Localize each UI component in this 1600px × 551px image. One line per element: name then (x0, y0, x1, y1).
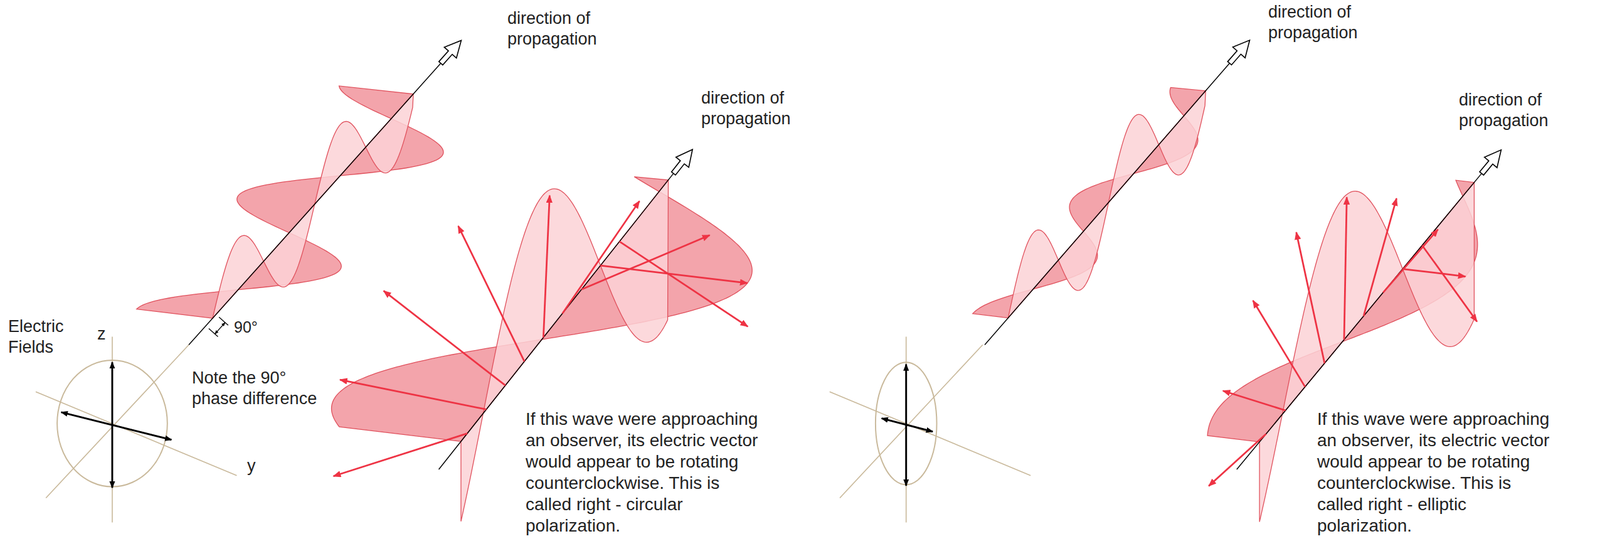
field-vector (1402, 269, 1466, 277)
field-vector (600, 265, 748, 283)
field-vector (619, 241, 748, 327)
caption-text: If this wave were approaching an observe… (525, 408, 771, 537)
field-vector (339, 379, 487, 409)
field-vector (562, 200, 640, 313)
field-vector (581, 235, 710, 290)
note-text: Note the 90° phase difference (191, 367, 334, 409)
propagation-axis (984, 63, 1230, 345)
field-vector (383, 290, 506, 386)
field-vector (1208, 434, 1266, 487)
propagation-arrow (1223, 34, 1257, 69)
wave-panel (136, 35, 468, 345)
field-vector (1421, 245, 1477, 322)
field-vector (1382, 229, 1438, 293)
field-vector (1344, 196, 1347, 340)
propagation-arrow (434, 35, 468, 69)
angle-label: 90° (233, 317, 285, 337)
field-vector (1363, 198, 1397, 317)
axis-letter: y (247, 455, 266, 477)
propagation-arrow (1475, 144, 1508, 179)
propagation-arrow (667, 144, 700, 179)
axis-letter: z (97, 323, 117, 345)
field-vector (1296, 232, 1325, 364)
field-vector (333, 433, 468, 477)
propagation-axis (188, 63, 441, 345)
direction-label: direction of propagation (701, 87, 821, 130)
direction-label: direction of propagation (507, 8, 627, 50)
field-vector (543, 195, 550, 337)
wave-group (136, 34, 1508, 522)
axes-title: Electric Fields (8, 316, 96, 358)
field-axes-circular (35, 336, 238, 523)
direction-label: direction of propagation (1268, 1, 1388, 44)
field-vector (1223, 390, 1286, 411)
horizontal-wave (136, 85, 444, 318)
field-vector (1253, 300, 1306, 387)
caption-text: If this wave were approaching an observe… (1317, 408, 1562, 537)
field-vector (458, 225, 525, 362)
phase-marker (208, 316, 229, 337)
direction-label: direction of propagation (1458, 89, 1579, 132)
horizontal-wave (972, 87, 1206, 318)
wave-panel (972, 34, 1256, 345)
field-axes-elliptic (829, 336, 1032, 523)
